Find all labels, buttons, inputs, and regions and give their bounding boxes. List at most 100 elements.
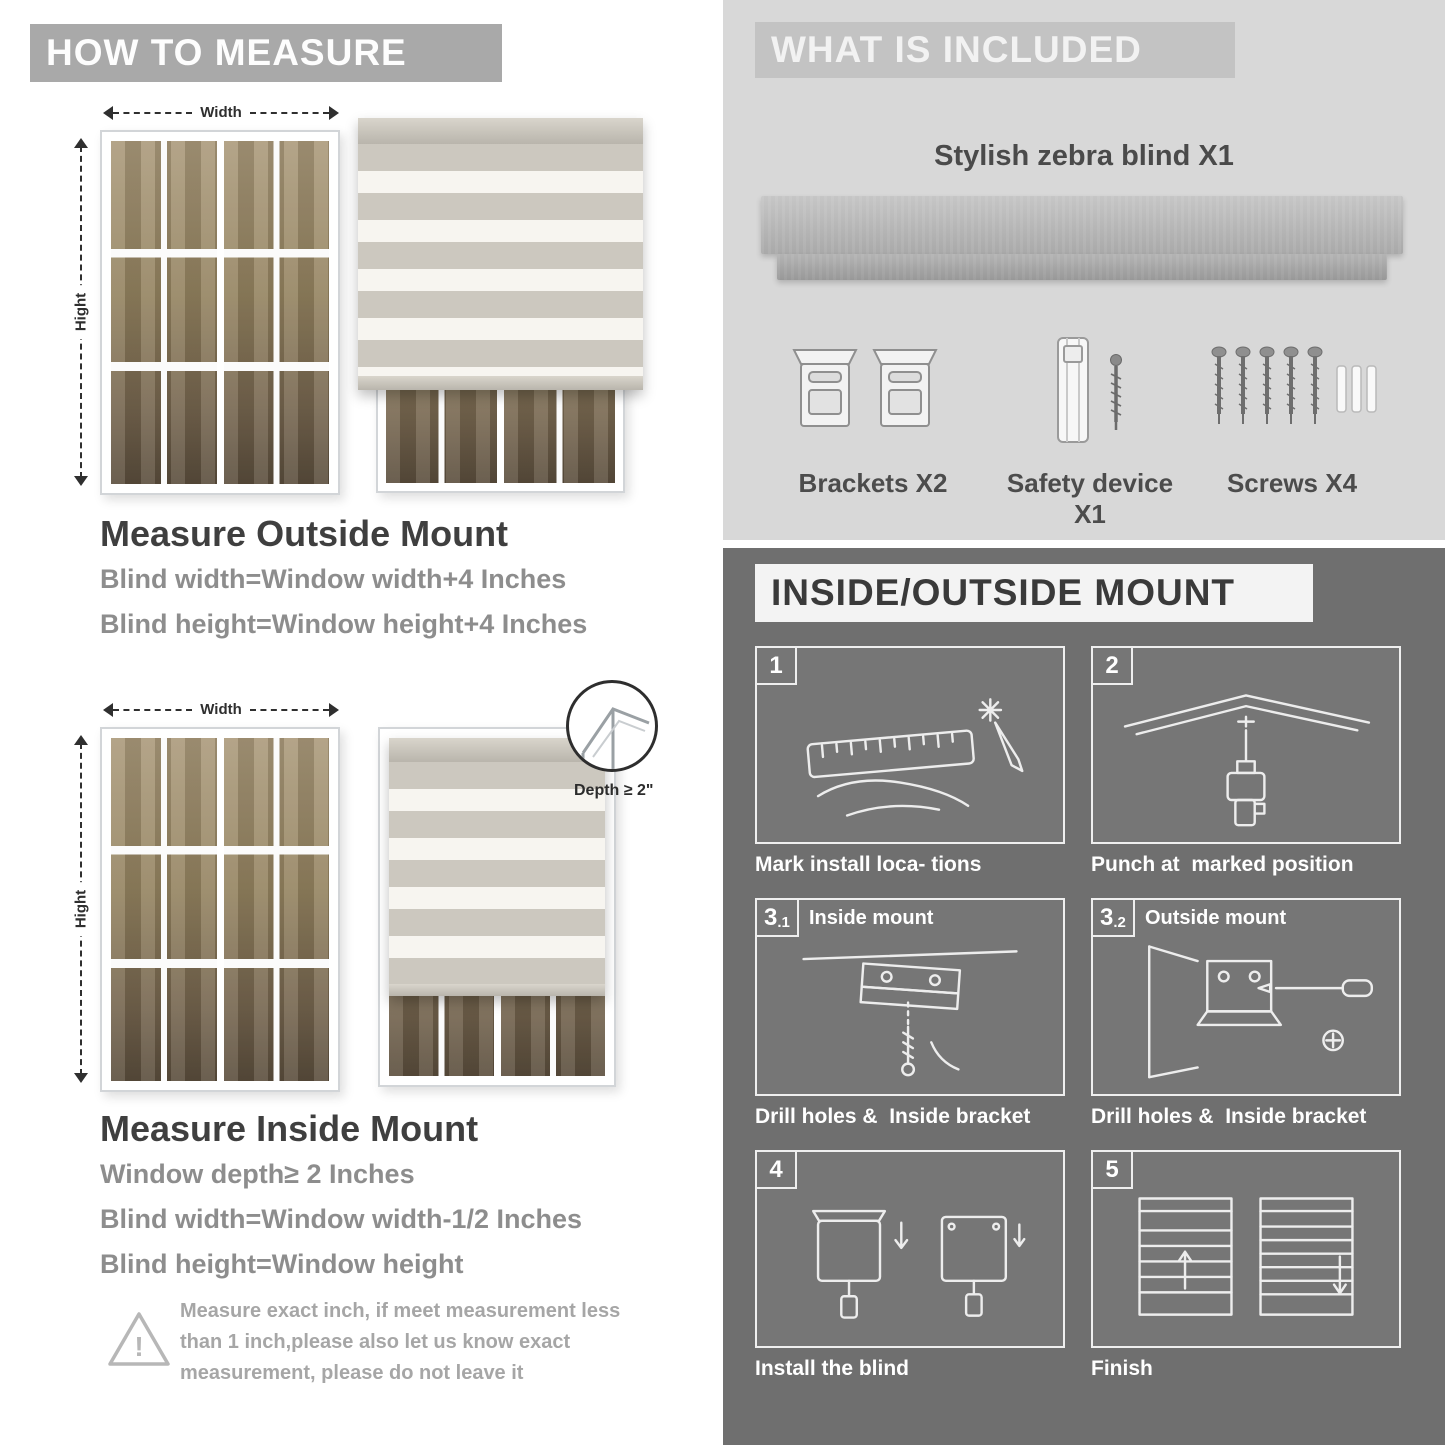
arrow-line: [249, 111, 330, 114]
step-caption: Drill holes & Inside bracket: [755, 1105, 1031, 1128]
measure-note: Measure exact inch, if meet measurement …: [180, 1300, 621, 1384]
height-label: Hight: [70, 284, 92, 340]
warning-icon: !: [108, 1312, 170, 1366]
step-number-main: 3: [764, 903, 778, 931]
step-number: 1: [757, 648, 797, 685]
arrow-line: [113, 111, 193, 114]
zebra-shade: [389, 738, 605, 996]
step-box: 2: [1091, 646, 1401, 844]
window-illustration-outside: [100, 130, 340, 495]
step-box: 1: [755, 646, 1065, 844]
window-corner-icon: [581, 707, 650, 769]
arrowhead-up-icon: [74, 735, 88, 745]
formula-line: Window depth≥ 2 Inches: [100, 1159, 415, 1189]
step-number: 3.2: [1093, 900, 1135, 937]
step-box: 3.1 Inside mount: [755, 898, 1065, 1096]
formula-line: Blind height=Window height+4 Inches: [100, 609, 588, 639]
blind-illustration-outside: [358, 118, 643, 493]
safety-device-label: Safety device X1: [1006, 468, 1174, 529]
step-number-sub: .2: [1113, 913, 1126, 931]
arrow-line: [249, 708, 330, 711]
zebra-blind-label: Stylish zebra blind X1: [934, 140, 1234, 172]
brackets-label: Brackets X2: [798, 468, 948, 498]
shade-top-rail: [358, 118, 643, 144]
step-number-sub: .1: [777, 913, 790, 931]
step-box: 5: [1091, 1150, 1401, 1348]
screws-icon: [1211, 346, 1377, 424]
safety-device-icon: [1057, 337, 1122, 443]
step5-finish-illustration: [1138, 1196, 1354, 1316]
height-label: Hight: [70, 881, 92, 937]
step-cell-1: 1 Mark install loca- tions: [755, 646, 1065, 877]
window-sash: [111, 738, 217, 1081]
zebra-shade: [358, 118, 643, 390]
step-number: 2: [1093, 648, 1133, 685]
height-arrow-outside: Hight: [70, 138, 92, 486]
arrowhead-right-icon: [329, 702, 340, 717]
step-cell-3-2: 3.2 Outside mount Drill holes &: [1091, 898, 1401, 1129]
shade-stripes: [389, 762, 605, 984]
step3-1-inside-bracket-illustration: [802, 949, 1018, 1077]
blind-headrail-valance: [777, 254, 1387, 280]
shade-stripes: [358, 144, 643, 376]
width-label: Width: [200, 104, 242, 121]
arrowhead-up-icon: [74, 138, 88, 148]
step-number: 3.1: [757, 900, 799, 937]
shade-bottom-rail: [389, 984, 605, 996]
step-caption: Mark install loca- tions: [755, 853, 982, 876]
step-cell-3-1: 3.1 Inside mount: [755, 898, 1065, 1129]
step-cell-2: 2 Punch at marked position: [1091, 646, 1401, 877]
warning-mark: !: [134, 1331, 143, 1362]
formula-line: Blind height=Window height: [100, 1249, 464, 1279]
window-sash: [223, 738, 329, 1081]
step-title: Outside mount: [1145, 907, 1287, 929]
step-box: 4: [755, 1150, 1065, 1348]
outside-mount-formulas: Blind width=Window width+4 Inches Blind …: [100, 560, 587, 654]
step4-install-illustration: [812, 1209, 1026, 1319]
arrowhead-left-icon: [103, 105, 113, 120]
what-is-included-panel: WHAT IS INCLUDED Stylish zebra blind X1: [723, 0, 1445, 540]
mount-header-text: INSIDE/OUTSIDE MOUNT: [771, 572, 1236, 613]
blind-headrail: [761, 196, 1403, 254]
mount-panel: INSIDE/OUTSIDE MOUNT 1 Mark: [723, 548, 1445, 1445]
inside-mount-formulas: Window depth≥ 2 Inches Blind width=Windo…: [100, 1155, 582, 1294]
step-caption: Drill holes & Inside bracket: [1091, 1105, 1367, 1128]
step-box: 3.2 Outside mount: [1091, 898, 1401, 1096]
outside-mount-title: Measure Outside Mount: [100, 513, 509, 554]
step-number-main: 2: [1105, 651, 1119, 679]
step1-mark-illustration: [806, 697, 1024, 817]
step-number-main: 5: [1105, 1155, 1119, 1183]
window-sashes: [111, 141, 329, 484]
step2-drill-illustration: [1123, 693, 1371, 827]
step-number-main: 4: [769, 1155, 783, 1183]
mount-header: INSIDE/OUTSIDE MOUNT: [755, 564, 1313, 622]
what-is-included-header: WHAT IS INCLUDED: [755, 22, 1235, 78]
step-caption: Install the blind: [755, 1357, 910, 1380]
step-number: 5: [1093, 1152, 1133, 1189]
depth-detail-circle: [566, 680, 658, 772]
what-is-included-header-text: WHAT IS INCLUDED: [771, 29, 1142, 70]
step-number-main: 3: [1100, 903, 1114, 931]
inside-mount-title: Measure Inside Mount: [100, 1108, 479, 1149]
step-number: 4: [757, 1152, 797, 1189]
how-to-measure-header: HOW TO MEASURE: [30, 24, 502, 82]
formula-line: Blind width=Window width-1/2 Inches: [100, 1204, 583, 1234]
height-arrow-inside: Hight: [70, 735, 92, 1083]
screws-label: Screws X4: [1226, 468, 1358, 498]
arrowhead-down-icon: [74, 1073, 88, 1083]
step-cell-4: 4 Install the blind: [755, 1150, 1065, 1381]
depth-label: Depth ≥ 2": [574, 782, 654, 799]
arrowhead-down-icon: [74, 476, 88, 486]
arrowhead-right-icon: [329, 105, 340, 120]
how-to-measure-header-text: HOW TO MEASURE: [46, 32, 407, 73]
step-number-main: 1: [769, 651, 783, 679]
formula-line: Blind width=Window width+4 Inches: [100, 564, 567, 594]
window-sash: [111, 141, 217, 484]
arrowhead-left-icon: [103, 702, 113, 717]
step-caption: Finish: [1091, 1357, 1153, 1380]
arrow-line: [113, 708, 193, 711]
window-sash: [223, 141, 329, 484]
width-arrow-inside: Width: [103, 701, 340, 718]
step3-2-outside-bracket-illustration: [1148, 944, 1374, 1079]
